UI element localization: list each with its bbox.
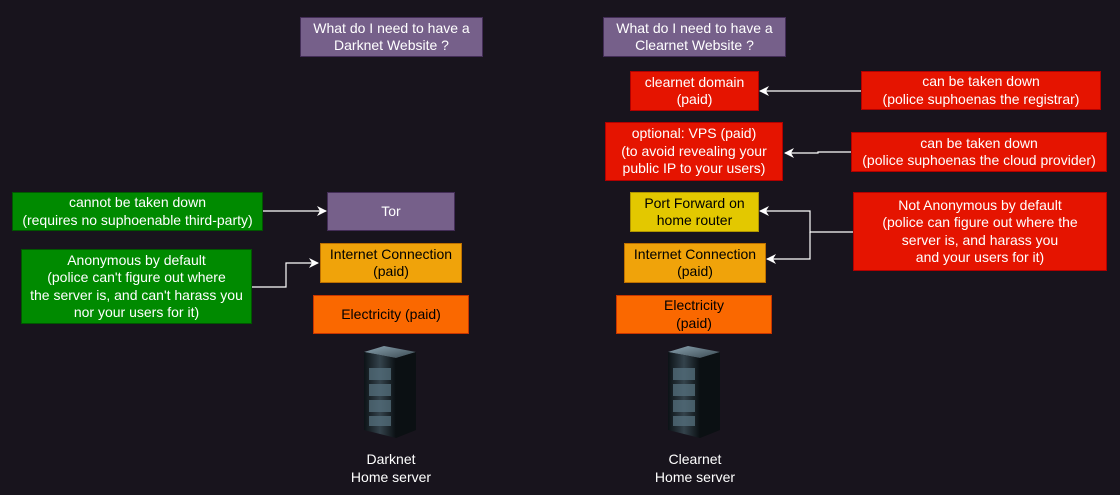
clearnet-not-anonymous-note: Not Anonymous by default (police can fig… [853, 192, 1107, 271]
darknet-takedown-note: cannot be taken down (requires no suphoe… [12, 192, 263, 231]
server-rack-icon [668, 346, 720, 438]
darknet-internet-box: Internet Connection (paid) [320, 243, 462, 283]
clearnet-port-forward-box: Port Forward on home router [630, 192, 759, 232]
clearnet-internet-box: Internet Connection (paid) [624, 243, 766, 283]
darknet-server-label: Darknet Home server [350, 451, 432, 485]
server-rack-icon [364, 346, 416, 438]
arrow-cloud-to-vps [784, 148, 851, 158]
darknet-anonymous-note: Anonymous by default (police can't figur… [21, 249, 252, 324]
clearnet-registrar-note: can be taken down (police suphoenas the … [861, 71, 1101, 110]
darknet-question: What do I need to have a Darknet Website… [300, 17, 483, 57]
clearnet-server-label: Clearnet Home server [654, 451, 736, 485]
clearnet-domain-box: clearnet domain (paid) [630, 71, 759, 111]
clearnet-question: What do I need to have a Clearnet Websit… [603, 17, 786, 57]
arrow-notanon-to-internet [766, 232, 811, 264]
darknet-electricity-box: Electricity (paid) [313, 295, 469, 334]
arrow-notanon-to-portforward [759, 206, 853, 233]
arrow-anonymous-to-internet [252, 258, 319, 288]
clearnet-cloud-note: can be taken down (police suphoenas the … [851, 132, 1107, 172]
clearnet-electricity-box: Electricity (paid) [616, 295, 772, 334]
darknet-tor-box: Tor [327, 192, 455, 231]
clearnet-vps-box: optional: VPS (paid) (to avoid revealing… [605, 122, 783, 181]
